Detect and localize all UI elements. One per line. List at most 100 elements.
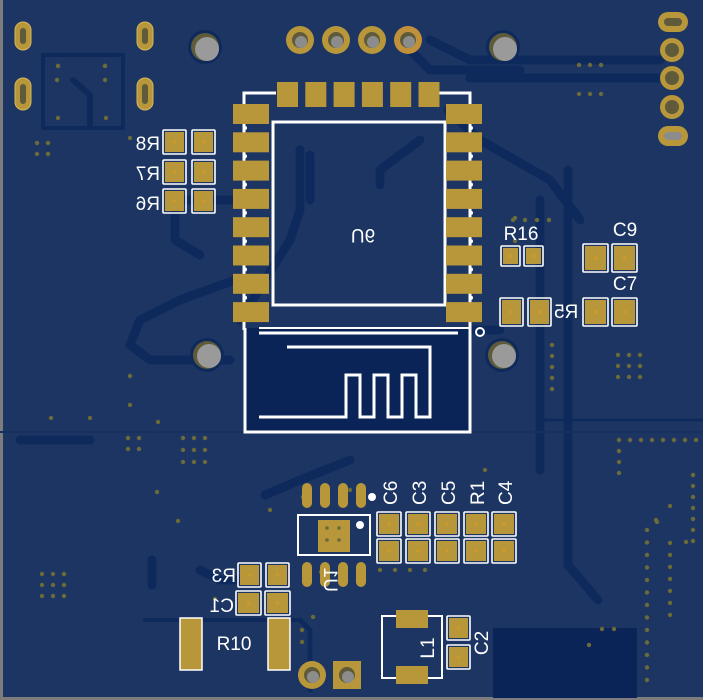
via: [55, 63, 61, 69]
via: [180, 435, 186, 441]
label-l1: L1: [418, 637, 439, 658]
via: [549, 342, 555, 348]
via: [667, 588, 673, 594]
via: [61, 593, 67, 599]
via: [586, 642, 592, 648]
mounting-hole-top-left: [188, 30, 222, 64]
via: [102, 77, 108, 83]
component-r6: R6: [136, 188, 216, 215]
mounting-holes: [188, 30, 520, 372]
label-c6: C6: [381, 481, 402, 505]
mounting-hole-top-right: [486, 30, 520, 64]
u6-pad-left: [233, 188, 269, 209]
inductor-l1: L1: [381, 610, 443, 684]
via: [644, 527, 650, 533]
label-c7: C7: [613, 274, 637, 295]
via: [522, 217, 528, 223]
u6-pad-top: [333, 82, 355, 107]
via: [627, 437, 633, 443]
via: [50, 582, 56, 588]
component-r5: R5: [499, 297, 578, 327]
module-u6: U6: [233, 82, 482, 330]
via: [690, 472, 696, 478]
via: [45, 151, 51, 157]
via: [202, 435, 208, 441]
via: [39, 571, 45, 577]
via: [587, 62, 593, 68]
via: [626, 363, 632, 369]
u6-pad-right: [446, 273, 482, 294]
label-r3: R3: [212, 566, 236, 587]
component-r1: R1: [463, 481, 489, 564]
via: [644, 540, 650, 545]
via: [667, 576, 673, 582]
label-c4: C4: [496, 480, 517, 505]
via: [48, 415, 54, 421]
via: [39, 593, 45, 599]
via: [644, 602, 650, 608]
u6-pad-left: [233, 132, 269, 153]
via: [644, 565, 650, 570]
header-top-pin: [286, 26, 314, 54]
via: [638, 437, 644, 443]
board-edge-bottom: [0, 697, 703, 700]
via: [267, 507, 273, 513]
via: [615, 374, 621, 380]
via: [576, 91, 582, 97]
via: [644, 640, 650, 645]
u6-pad-left: [233, 160, 269, 181]
via: [654, 519, 660, 525]
u6-pad-right: [446, 160, 482, 181]
via: [667, 540, 673, 546]
via: [180, 459, 186, 465]
u6-pad-top: [277, 82, 298, 107]
label-r1: R1: [468, 481, 489, 505]
via: [611, 626, 617, 632]
via: [510, 217, 516, 223]
mounting-hole-mid-right: [485, 338, 519, 372]
copper-pour-zone: [493, 628, 637, 698]
board-edge-left: [0, 0, 3, 700]
via: [616, 459, 622, 465]
header-top-pin: [322, 26, 350, 54]
via: [191, 459, 197, 465]
label-u6: U6: [351, 224, 375, 245]
u6-pad-left: [233, 217, 269, 238]
via: [644, 652, 650, 658]
via: [616, 437, 622, 443]
via: [690, 483, 696, 489]
via: [191, 435, 197, 441]
via: [202, 447, 208, 453]
via: [50, 571, 56, 577]
via: [644, 615, 650, 620]
via: [671, 437, 677, 443]
u6-pads: [233, 82, 482, 323]
via: [616, 470, 622, 476]
power-header: [298, 661, 361, 689]
via: [347, 487, 353, 493]
component-r3: R3: [212, 562, 290, 588]
component-c2: C2: [446, 615, 493, 670]
u6-pad-top: [305, 82, 327, 107]
via: [512, 238, 518, 244]
via: [626, 352, 632, 358]
via: [549, 364, 555, 370]
u6-pad-right: [446, 302, 482, 323]
label-r16: R16: [504, 224, 539, 245]
via: [50, 593, 56, 599]
u6-pad-right: [446, 132, 482, 153]
mounting-hole-mid-left: [190, 338, 224, 372]
u6-pad-top: [390, 82, 412, 107]
via: [39, 582, 45, 588]
component-c3: C3: [405, 481, 431, 564]
component-c5: C5: [434, 481, 460, 564]
u6-pad-right: [446, 245, 482, 266]
via: [644, 552, 650, 558]
via: [102, 63, 108, 69]
via: [690, 516, 696, 522]
antenna-area: [243, 327, 485, 434]
via: [422, 567, 428, 573]
via: [482, 467, 488, 473]
